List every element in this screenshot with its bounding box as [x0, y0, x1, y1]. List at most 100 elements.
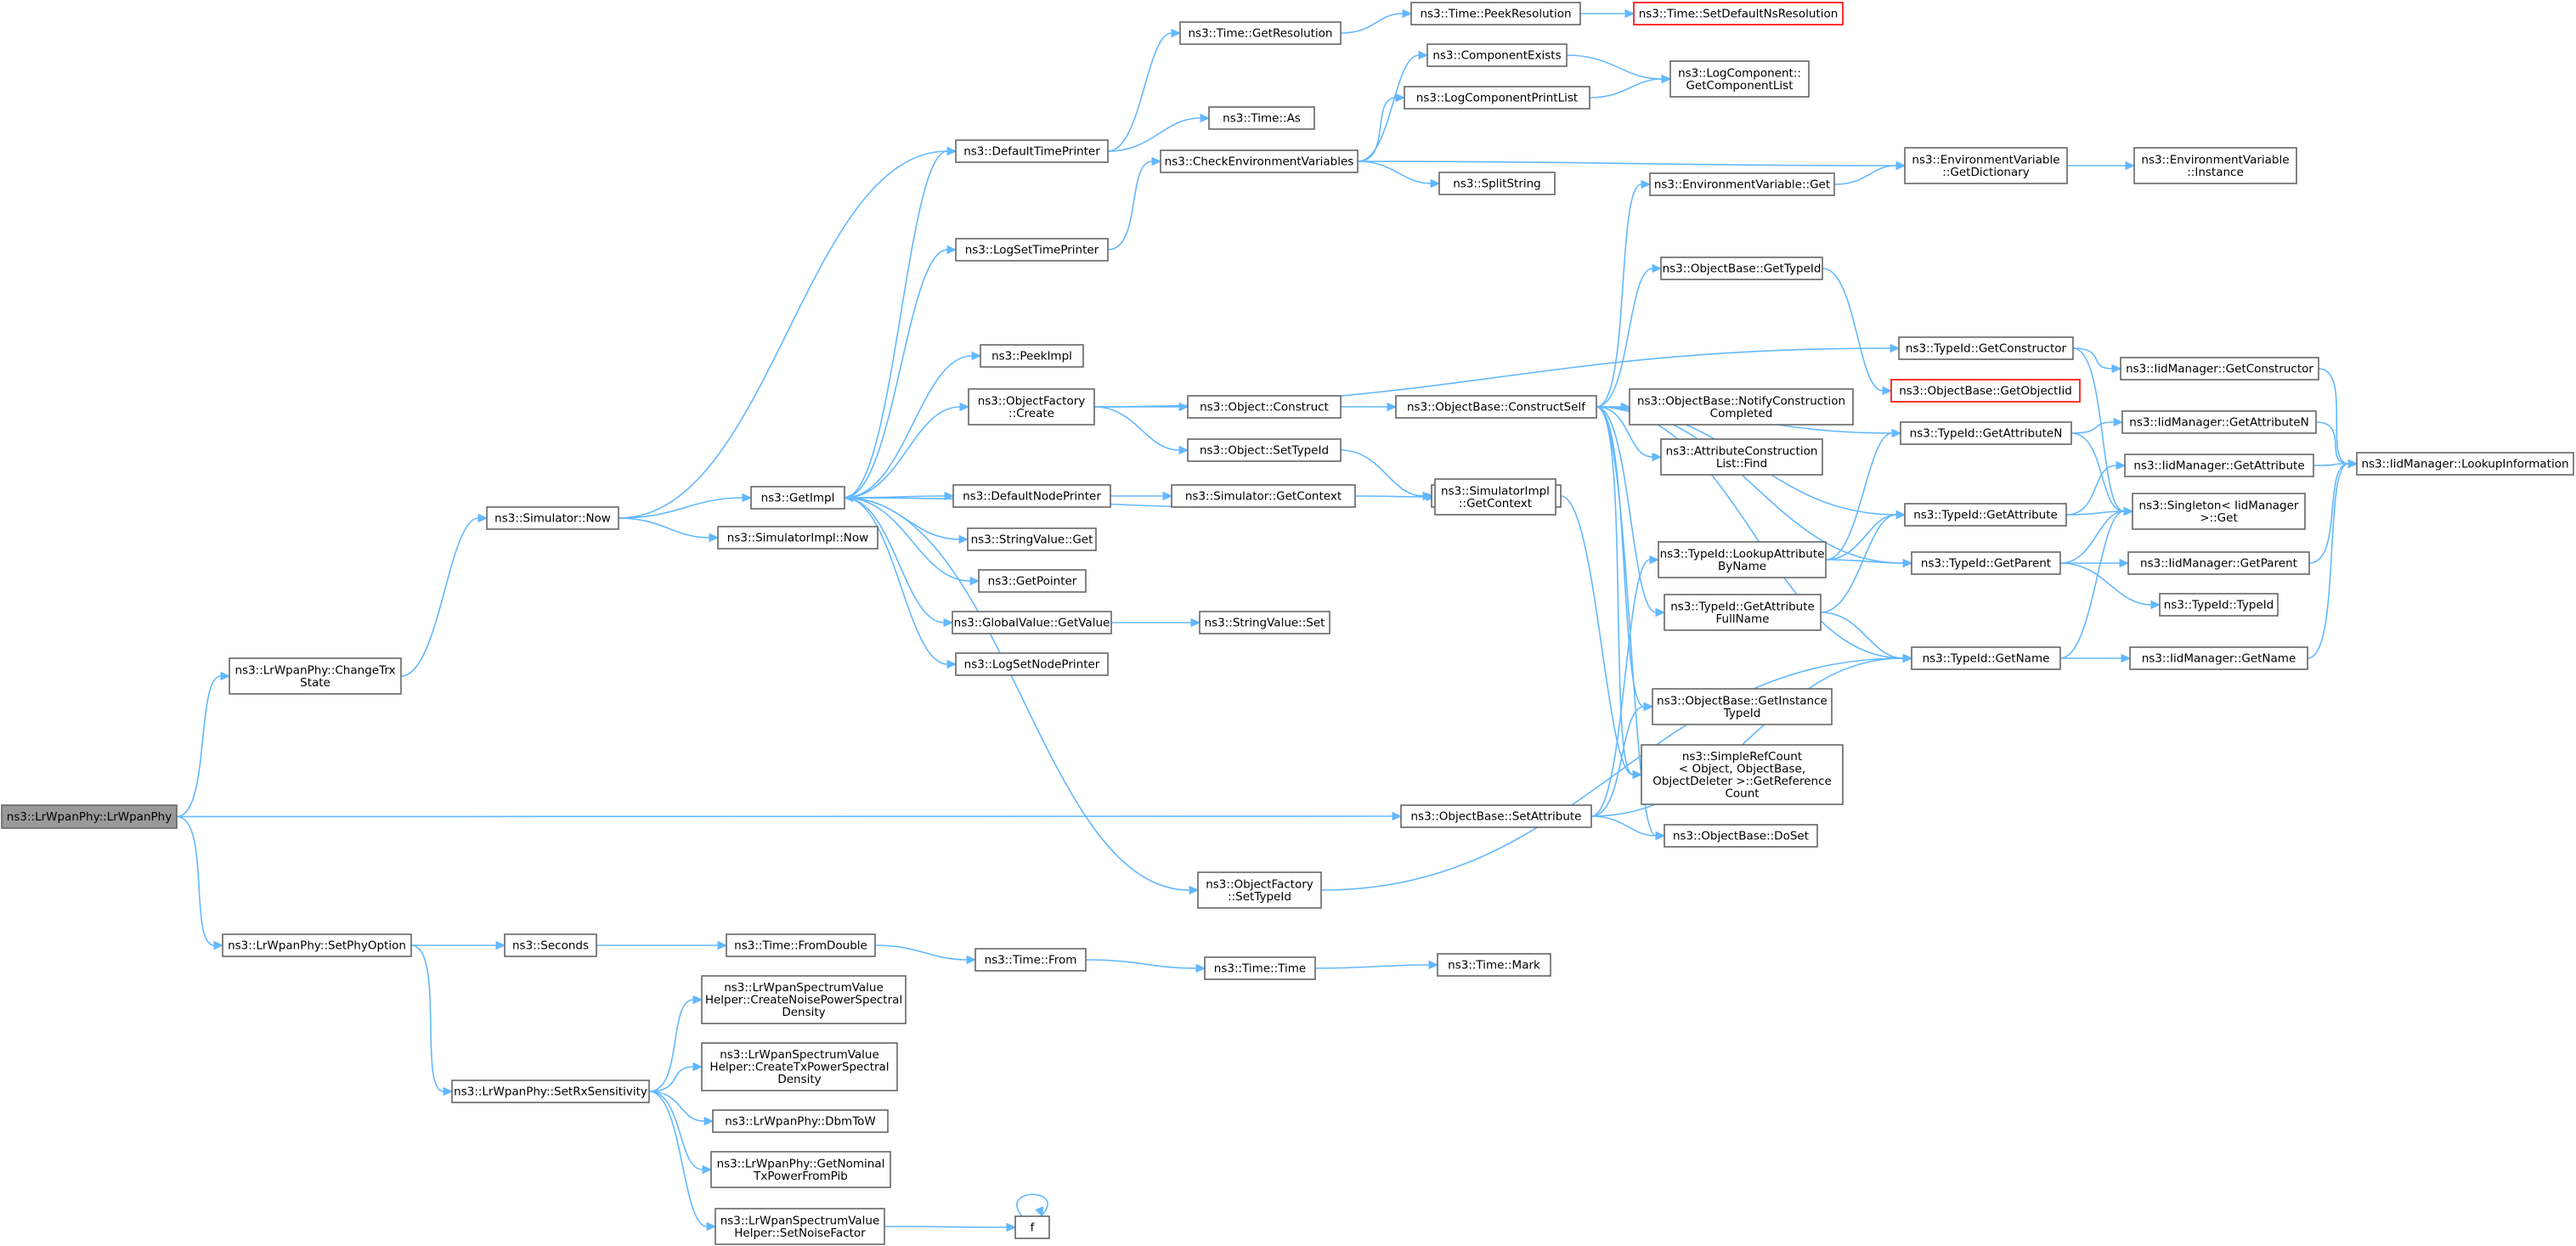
node-dbm-to-w[interactable]: ns3::LrWpanPhy::DbmToW: [712, 1109, 889, 1133]
node-iid-get-name[interactable]: ns3::IidManager::GetName: [2129, 646, 2308, 670]
node-label: ns3::TypeId::GetAttributeN: [1910, 427, 2063, 441]
node-label: ns3::Time::From: [985, 954, 1077, 967]
node-label: ns3::LrWpanPhy::LrWpanPhy: [7, 810, 172, 824]
node-def-node-printer[interactable]: ns3::DefaultNodePrinter: [952, 484, 1111, 508]
call-edge: [884, 1222, 1017, 1232]
node-time-peek-res[interactable]: ns3::Time::PeekResolution: [1410, 2, 1581, 25]
node-label: ns3::StringValue::Get: [971, 533, 1093, 547]
call-edge: [2308, 459, 2359, 564]
node-obj-base-get-object-iid[interactable]: ns3::ObjectBase::GetObjectIid: [1890, 379, 2081, 403]
node-str-val-get[interactable]: ns3::StringValue::Get: [967, 527, 1097, 551]
node-str-val-set[interactable]: ns3::StringValue::Set: [1199, 611, 1330, 634]
node-label: ns3::ObjectBase::GetTypeId: [1663, 262, 1822, 276]
node-create-tx[interactable]: ns3::LrWpanSpectrumValueHelper::CreateTx…: [701, 1042, 898, 1091]
node-obj-base-construct-self[interactable]: ns3::ObjectBase::ConstructSelf: [1395, 395, 1597, 419]
node-time-from[interactable]: ns3::Time::From: [974, 948, 1087, 972]
node-peek-impl[interactable]: ns3::PeekImpl: [980, 344, 1084, 368]
node-iid-get-parent[interactable]: ns3::IidManager::GetParent: [2127, 551, 2310, 575]
node-tid-type-id[interactable]: ns3::TypeId::TypeId: [2159, 593, 2279, 617]
node-label: ns3::PeekImpl: [991, 350, 1072, 364]
node-label: ns3::LrWpanSpectrumValue: [720, 1048, 879, 1062]
node-label: ns3::DefaultNodePrinter: [963, 490, 1101, 504]
node-label: ns3::TypeId::GetConstructor: [1906, 342, 2067, 356]
node-label: ns3::DefaultTimePrinter: [963, 145, 1100, 159]
node-obj-base-get-type-id[interactable]: ns3::ObjectBase::GetTypeId: [1660, 257, 1823, 280]
node-iid-get-constructor[interactable]: ns3::IidManager::GetConstructor: [2120, 357, 2319, 381]
call-edge: [2060, 653, 2132, 663]
node-log-set-time-printer[interactable]: ns3::LogSetTimePrinter: [955, 238, 1109, 262]
node-label: ns3::SplitString: [1453, 178, 1541, 191]
node-set-phy-option[interactable]: ns3::LrWpanPhy::SetPhyOption: [222, 933, 412, 957]
call-edge: [874, 944, 977, 965]
node-tid-get-attr[interactable]: ns3::TypeId::GetAttribute: [1904, 503, 2067, 527]
call-edge: [1107, 113, 1211, 152]
node-time-mark[interactable]: ns3::Time::Mark: [1437, 953, 1551, 977]
node-check-env[interactable]: ns3::CheckEnvironmentVariables: [1160, 149, 1359, 173]
node-env-var-get-dict[interactable]: ns3::EnvironmentVariable::GetDictionary: [1904, 147, 2068, 184]
node-label: >::Get: [2200, 511, 2237, 525]
node-def-time-printer[interactable]: ns3::DefaultTimePrinter: [955, 139, 1109, 163]
node-log-comp-print-list[interactable]: ns3::LogComponentPrintList: [1404, 86, 1590, 110]
node-get-pointer[interactable]: ns3::GetPointer: [978, 569, 1087, 593]
node-root[interactable]: ns3::LrWpanPhy::LrWpanPhy: [1, 804, 178, 829]
node-sim-impl-get-context[interactable]: ns3::SimulatorImpl::GetContext: [1434, 478, 1556, 516]
node-label: ns3::TypeId::GetAttribute: [1913, 509, 2058, 522]
node-get-impl[interactable]: ns3::GetImpl: [750, 486, 845, 510]
node-split-string[interactable]: ns3::SplitString: [1438, 172, 1556, 195]
call-edge: [1016, 1193, 1048, 1218]
node-iid-lookup-info[interactable]: ns3::IidManager::LookupInformation: [2356, 452, 2574, 476]
node-tid-get-constructor[interactable]: ns3::TypeId::GetConstructor: [1898, 336, 2074, 360]
node-time-time[interactable]: ns3::Time::Time: [1204, 956, 1316, 980]
node-obj-set-type-id[interactable]: ns3::Object::SetTypeId: [1187, 438, 1342, 462]
node-obj-fact-create[interactable]: ns3::ObjectFactory::Create: [968, 388, 1095, 426]
node-label: ::SetTypeId: [1228, 890, 1291, 904]
node-label: ns3::ObjectFactory: [978, 394, 1086, 408]
node-sim-now[interactable]: ns3::Simulator::Now: [486, 506, 619, 530]
node-create-noise[interactable]: ns3::LrWpanSpectrumValueHelper::CreateNo…: [701, 975, 907, 1024]
node-set-noise-factor[interactable]: ns3::LrWpanSpectrumValueHelper::SetNoise…: [715, 1208, 885, 1245]
node-log-set-node-printer[interactable]: ns3::LogSetNodePrinter: [955, 652, 1109, 676]
node-time-get-res[interactable]: ns3::Time::GetResolution: [1179, 21, 1342, 45]
node-comp-exists[interactable]: ns3::ComponentExists: [1426, 43, 1568, 67]
node-iid-get-attr-n[interactable]: ns3::IidManager::GetAttributeN: [2121, 410, 2317, 434]
node-simple-ref-count[interactable]: ns3::SimpleRefCount< Object, ObjectBase,…: [1641, 744, 1844, 805]
node-label: ns3::LogSetNodePrinter: [964, 658, 1100, 672]
node-tid-get-name[interactable]: ns3::TypeId::GetName: [1911, 646, 2061, 670]
node-label: State: [300, 676, 330, 690]
node-tid-get-attr-n[interactable]: ns3::TypeId::GetAttributeN: [1900, 421, 2072, 445]
node-env-var-instance[interactable]: ns3::EnvironmentVariable::Instance: [2133, 147, 2297, 184]
node-obj-fact-set-type-id[interactable]: ns3::ObjectFactory::SetTypeId: [1197, 871, 1322, 909]
node-label: ns3::ObjectBase::SetAttribute: [1411, 810, 1582, 824]
node-label: ns3::IidManager::GetParent: [2140, 557, 2297, 571]
node-tid-get-parent[interactable]: ns3::TypeId::GetParent: [1911, 551, 2061, 575]
node-label: Density: [777, 1073, 821, 1086]
node-label: ns3::IidManager::LookupInformation: [2361, 458, 2568, 471]
call-edge: [648, 1091, 715, 1126]
node-singleton-get[interactable]: ns3::Singleton< IidManager>::Get: [2132, 493, 2306, 530]
node-obj-base-set-attr[interactable]: ns3::ObjectBase::SetAttribute: [1400, 804, 1592, 828]
node-iid-get-attr[interactable]: ns3::IidManager::GetAttribute: [2124, 454, 2314, 477]
node-label: ns3::ObjectBase::ConstructSelf: [1407, 401, 1586, 414]
node-obj-construct[interactable]: ns3::Object::Construct: [1187, 395, 1342, 419]
node-obj-base-notify[interactable]: ns3::ObjectBase::NotifyConstructionCompl…: [1629, 388, 1854, 426]
node-env-var-get[interactable]: ns3::EnvironmentVariable::Get: [1649, 172, 1835, 196]
node-sim-impl-now[interactable]: ns3::SimulatorImpl::Now: [717, 526, 878, 550]
call-edge: [2060, 558, 2130, 568]
node-time-as[interactable]: ns3::Time::As: [1208, 106, 1315, 130]
node-gv-get-value[interactable]: ns3::GlobalValue::GetValue: [952, 611, 1112, 634]
node-time-from-double[interactable]: ns3::Time::FromDouble: [726, 933, 876, 957]
node-log-comp-get-list[interactable]: ns3::LogComponent::GetComponentList: [1669, 60, 1810, 98]
node-sim-get-context[interactable]: ns3::Simulator::GetContext: [1171, 484, 1356, 508]
node-seconds[interactable]: ns3::Seconds: [504, 933, 597, 957]
node-set-rx-sens[interactable]: ns3::LrWpanPhy::SetRxSensitivity: [451, 1080, 650, 1103]
node-time-set-def-ns[interactable]: ns3::Time::SetDefaultNsResolution: [1633, 2, 1844, 25]
node-f[interactable]: f: [1014, 1215, 1050, 1239]
node-obj-base-do-set[interactable]: ns3::ObjectBase::DoSet: [1664, 824, 1818, 848]
node-label: ns3::TypeId::GetParent: [1921, 557, 2051, 571]
